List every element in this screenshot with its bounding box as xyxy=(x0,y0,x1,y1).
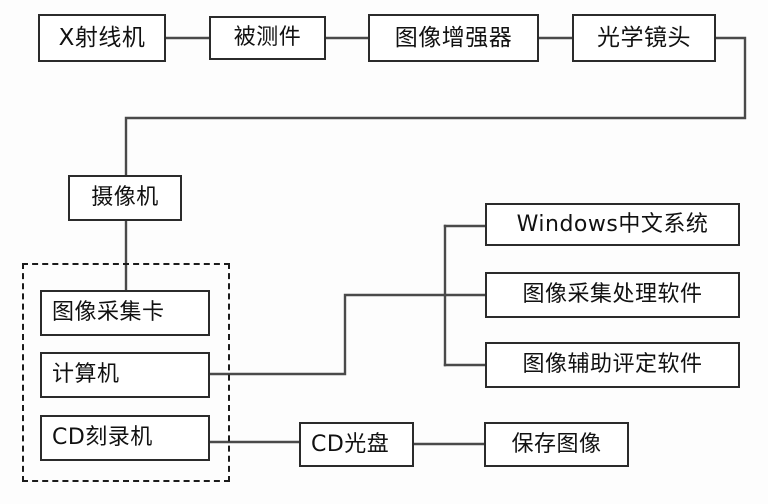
node-computer[interactable]: 计算机 xyxy=(40,352,210,398)
node-capture-card[interactable]: 图像采集卡 xyxy=(40,290,210,336)
node-camera[interactable]: 摄像机 xyxy=(68,175,182,221)
node-windows-system[interactable]: Windows中文系统 xyxy=(485,203,740,246)
node-test-piece[interactable]: 被测件 xyxy=(209,16,326,60)
edge-computer-to-software-bus xyxy=(208,293,447,376)
node-image-intensifier[interactable]: 图像增强器 xyxy=(368,14,539,62)
node-cd-burner[interactable]: CD刻录机 xyxy=(40,415,210,461)
node-cd-disc[interactable]: CD光盘 xyxy=(299,422,414,467)
node-optical-lens[interactable]: 光学镜头 xyxy=(572,14,716,62)
node-save-image[interactable]: 保存图像 xyxy=(484,422,629,467)
computer-unit-group xyxy=(22,263,230,482)
node-assist-software[interactable]: 图像辅助评定软件 xyxy=(485,342,740,388)
node-capture-software[interactable]: 图像采集处理软件 xyxy=(485,272,740,318)
node-xray-machine[interactable]: X射线机 xyxy=(38,14,166,62)
